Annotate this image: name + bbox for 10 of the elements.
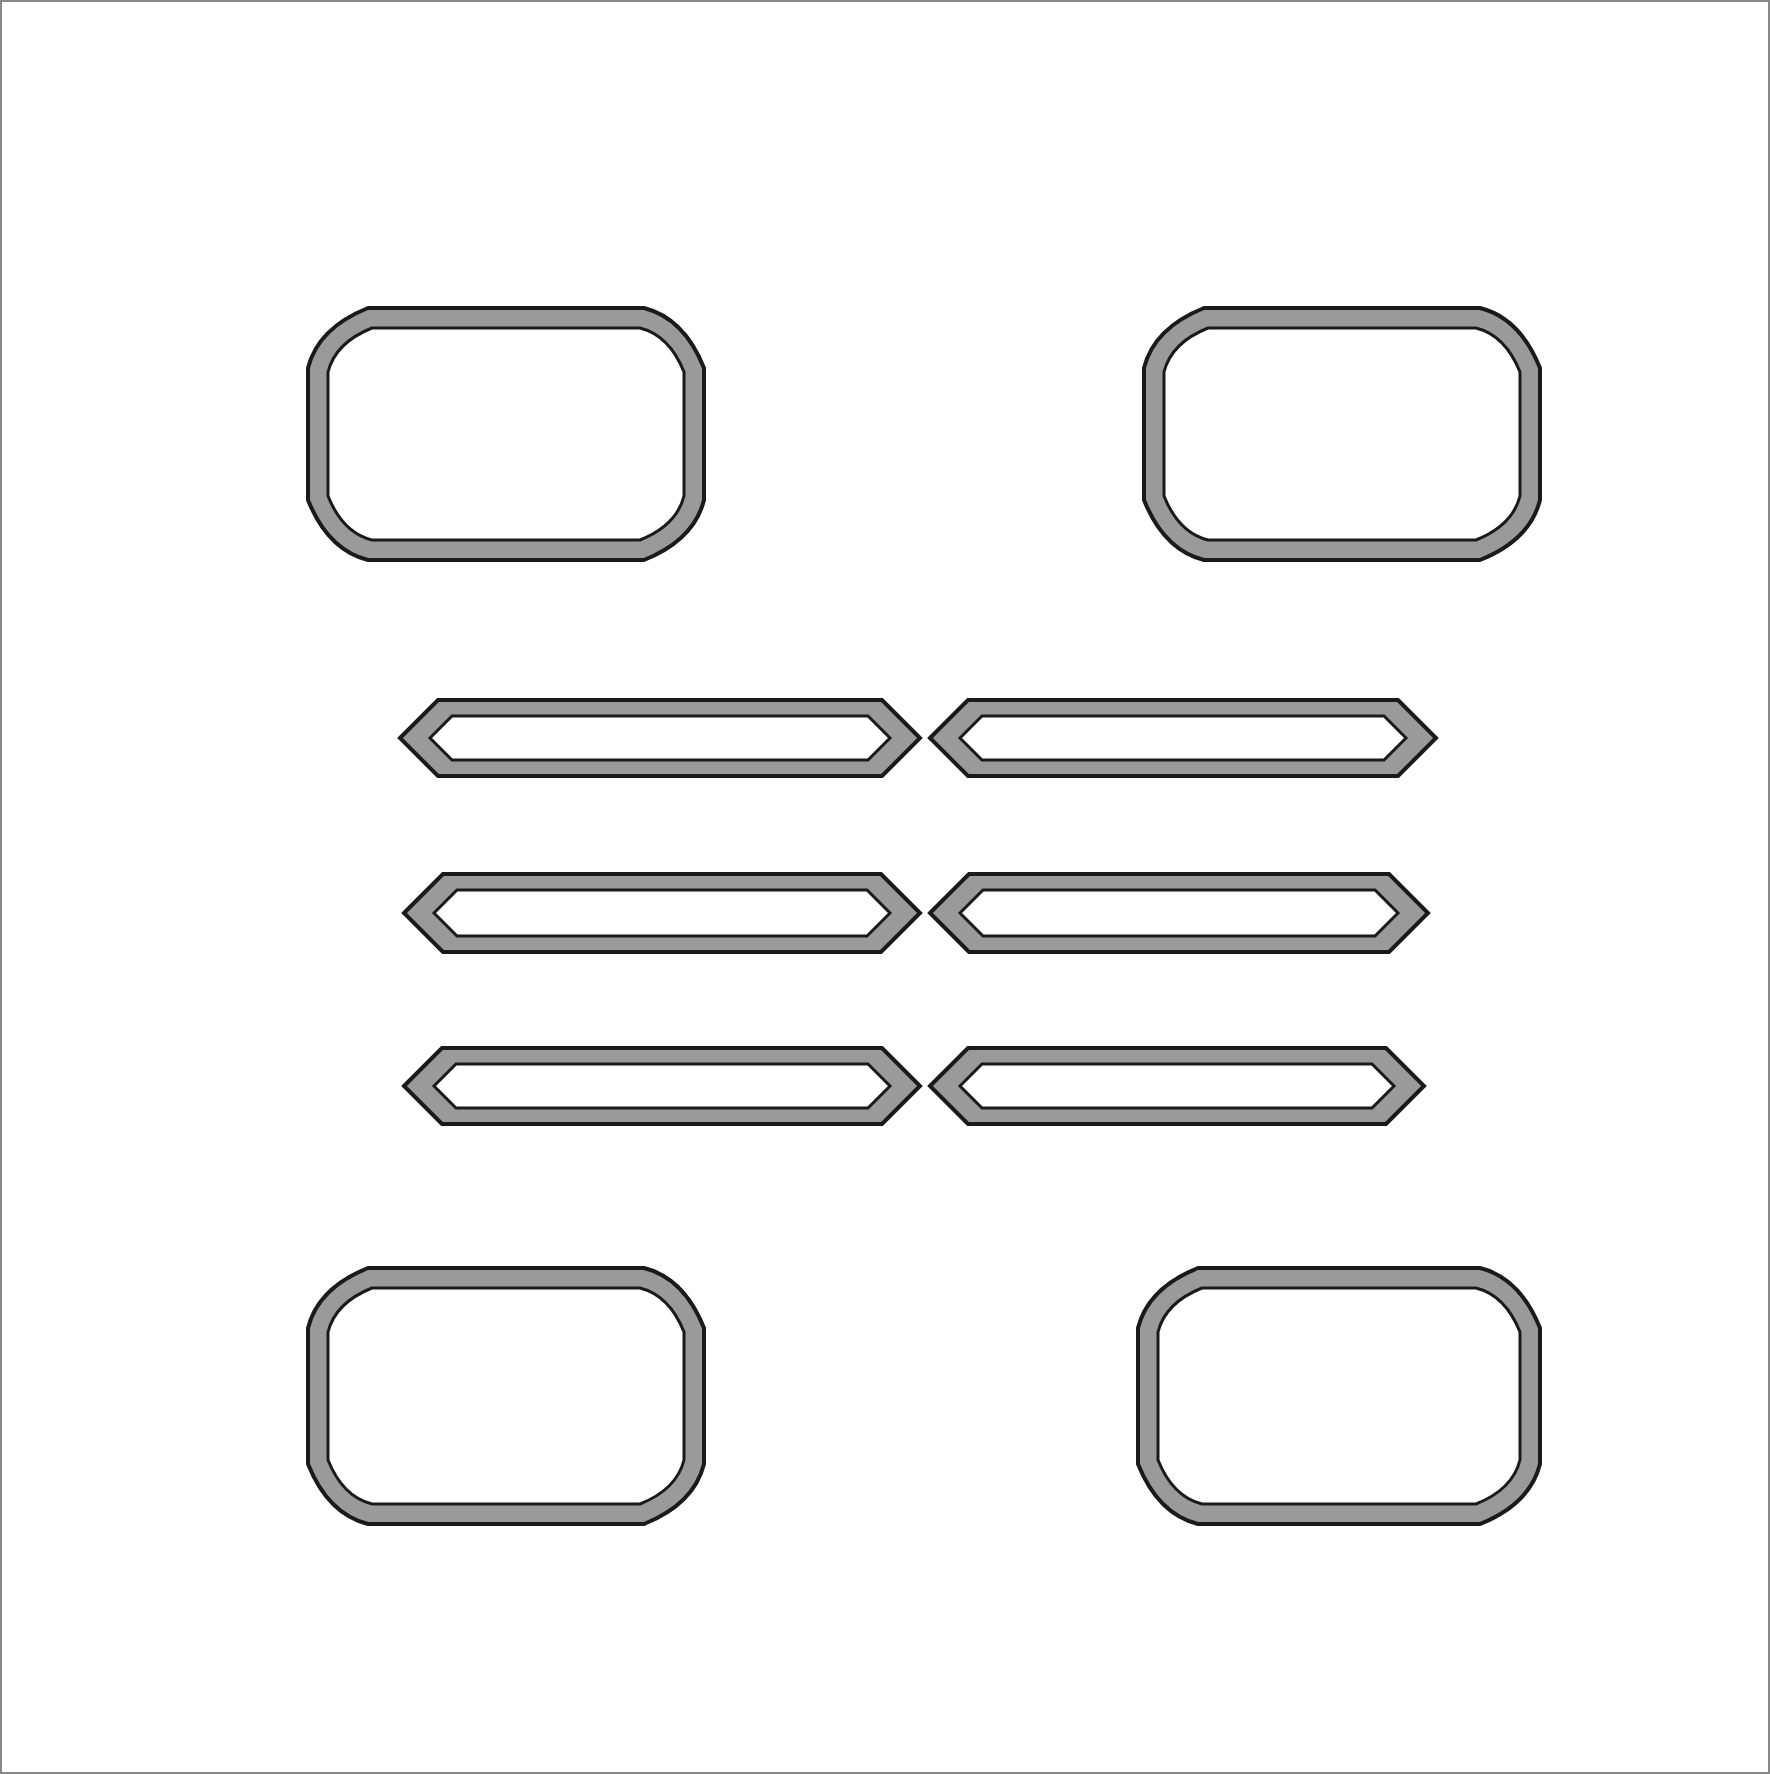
rounded-frame — [1142, 306, 1542, 562]
hexagon-bar — [928, 872, 1430, 954]
hexagon-bar — [402, 1046, 922, 1126]
rounded-frame — [306, 1266, 706, 1526]
hexagon-bar — [398, 698, 922, 778]
rounded-frame — [306, 306, 706, 562]
rounded-frame — [1136, 1266, 1542, 1526]
hexagon-bar — [928, 1046, 1426, 1126]
hexagon-bar — [402, 872, 922, 954]
hexagon-bar — [928, 698, 1438, 778]
